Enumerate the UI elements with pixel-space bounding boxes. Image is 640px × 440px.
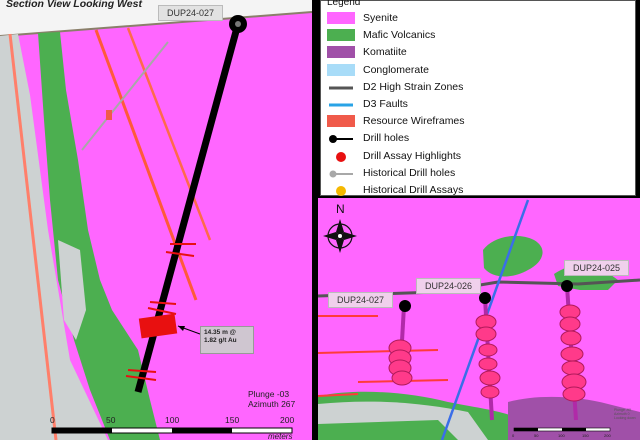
fault-line-3 <box>126 27 212 241</box>
scale-tick-150: 150 <box>225 415 240 425</box>
plan-hole-025-assays <box>559 304 587 402</box>
legend-label: Conglomerate <box>363 63 429 76</box>
plan-view: DUP24-027 DUP24-026 DUP24-025 <box>318 198 640 440</box>
legend-item-komatiite: Komatiite <box>321 45 481 60</box>
legend-swatch-icon <box>327 150 355 162</box>
legend-label: Historical Drill holes <box>363 166 456 179</box>
legend-swatch-icon <box>327 29 355 42</box>
gray-unit <box>0 34 108 440</box>
legend-swatch-icon <box>327 115 355 128</box>
legend-item-drill-holes: Drill holes <box>321 131 481 146</box>
historical-wireframe <box>106 110 112 120</box>
legend-swatch-icon <box>327 63 355 76</box>
legend-label: Drill holes <box>363 132 410 145</box>
fault-line-1 <box>8 33 58 440</box>
legend-item-historical-drill-assays: Historical Drill Assays <box>321 183 481 198</box>
assay-callout: 14.35 m @ 1.82 g/t Au <box>200 326 254 354</box>
north-arrow-icon <box>323 219 357 253</box>
mafic-volcanics-unit <box>38 32 160 440</box>
fault-line-2 <box>94 29 198 301</box>
scale-bar <box>51 427 293 434</box>
legend-item-d2-high-strain-zones: D2 High Strain Zones <box>321 80 481 95</box>
plan-label-026: DUP24-026 <box>416 278 482 294</box>
legend-item-resource-wireframes: Resource Wireframes <box>321 114 481 129</box>
legend-item-conglomerate: Conglomerate <box>321 63 481 78</box>
plan-hole-026-assays <box>475 314 501 399</box>
scale-tick-200: 200 <box>280 415 295 425</box>
plan-label-025: DUP24-025 <box>564 260 630 276</box>
plan-fine-print: Plunge -90 Azimuth 0 Looking down <box>614 408 636 420</box>
legend-label: Drill Assay Highlights <box>363 149 462 162</box>
assay-callout-length: 14.35 m @ <box>204 329 236 336</box>
legend-item-mafic-volcanics: Mafic Volcanics <box>321 28 481 43</box>
assay-highlight-block <box>138 313 178 339</box>
scale-tick-50: 50 <box>106 415 116 425</box>
section-view: Section View Looking West DUP24-027 14.3… <box>0 0 312 440</box>
scale-tick-100: 100 <box>165 415 180 425</box>
legend-swatch-icon <box>327 12 355 24</box>
legend-label: D2 High Strain Zones <box>363 80 464 93</box>
legend-label: D3 Faults <box>363 98 408 110</box>
north-label: N <box>336 202 345 216</box>
legend-title: Legend <box>327 0 361 8</box>
plan-mafic-blob-1 <box>483 235 543 277</box>
plunge-azimuth: Plunge -03 Azimuth 267 <box>248 389 295 409</box>
section-hole-label: DUP24-027 <box>158 5 224 21</box>
legend-swatch-icon <box>327 167 355 179</box>
legend-label: Mafic Volcanics <box>363 29 436 42</box>
legend-label: Historical Drill Assays <box>363 184 464 196</box>
scale-unit: meters <box>268 432 293 440</box>
legend-label: Resource Wireframes <box>363 115 465 128</box>
intercept-bars <box>125 243 196 381</box>
legend-item-historical-drill-holes: Historical Drill holes <box>321 166 481 181</box>
legend-label: Syenite <box>363 12 399 24</box>
azimuth-text: Azimuth 267 <box>248 399 296 409</box>
surface-band <box>0 0 312 36</box>
legend-swatch-icon <box>327 132 355 144</box>
legend-item-syenite: Syenite <box>321 11 481 26</box>
plan-view-map <box>318 198 640 440</box>
plan-scale-bar <box>513 427 611 432</box>
legend-swatch-icon <box>327 98 355 110</box>
plunge-text: Plunge -03 <box>248 389 290 399</box>
plan-label-027: DUP24-027 <box>328 292 394 308</box>
legend-item-d3-faults: D3 Faults <box>321 97 481 112</box>
scale-tick-0: 0 <box>50 415 55 425</box>
surface-line <box>0 11 312 37</box>
legend-item-drill-assay-highlights: Drill Assay Highlights <box>321 149 481 164</box>
historical-drill-hole <box>81 41 169 151</box>
section-view-map <box>0 0 312 440</box>
plan-hole-027-collar <box>399 300 411 312</box>
plan-hole-026-collar <box>479 292 491 304</box>
assay-callout-grade: 1.82 g/t Au <box>204 337 237 344</box>
gray-lens <box>58 240 86 340</box>
section-title: Section View Looking West <box>6 0 142 10</box>
plan-hole-027-assays <box>388 339 413 386</box>
plan-hole-025-collar <box>561 280 573 292</box>
legend-swatch-icon <box>327 184 355 196</box>
legend-label: Komatiite <box>363 46 407 59</box>
legend-swatch-icon <box>327 46 355 59</box>
legend-swatch-icon <box>327 81 355 93</box>
